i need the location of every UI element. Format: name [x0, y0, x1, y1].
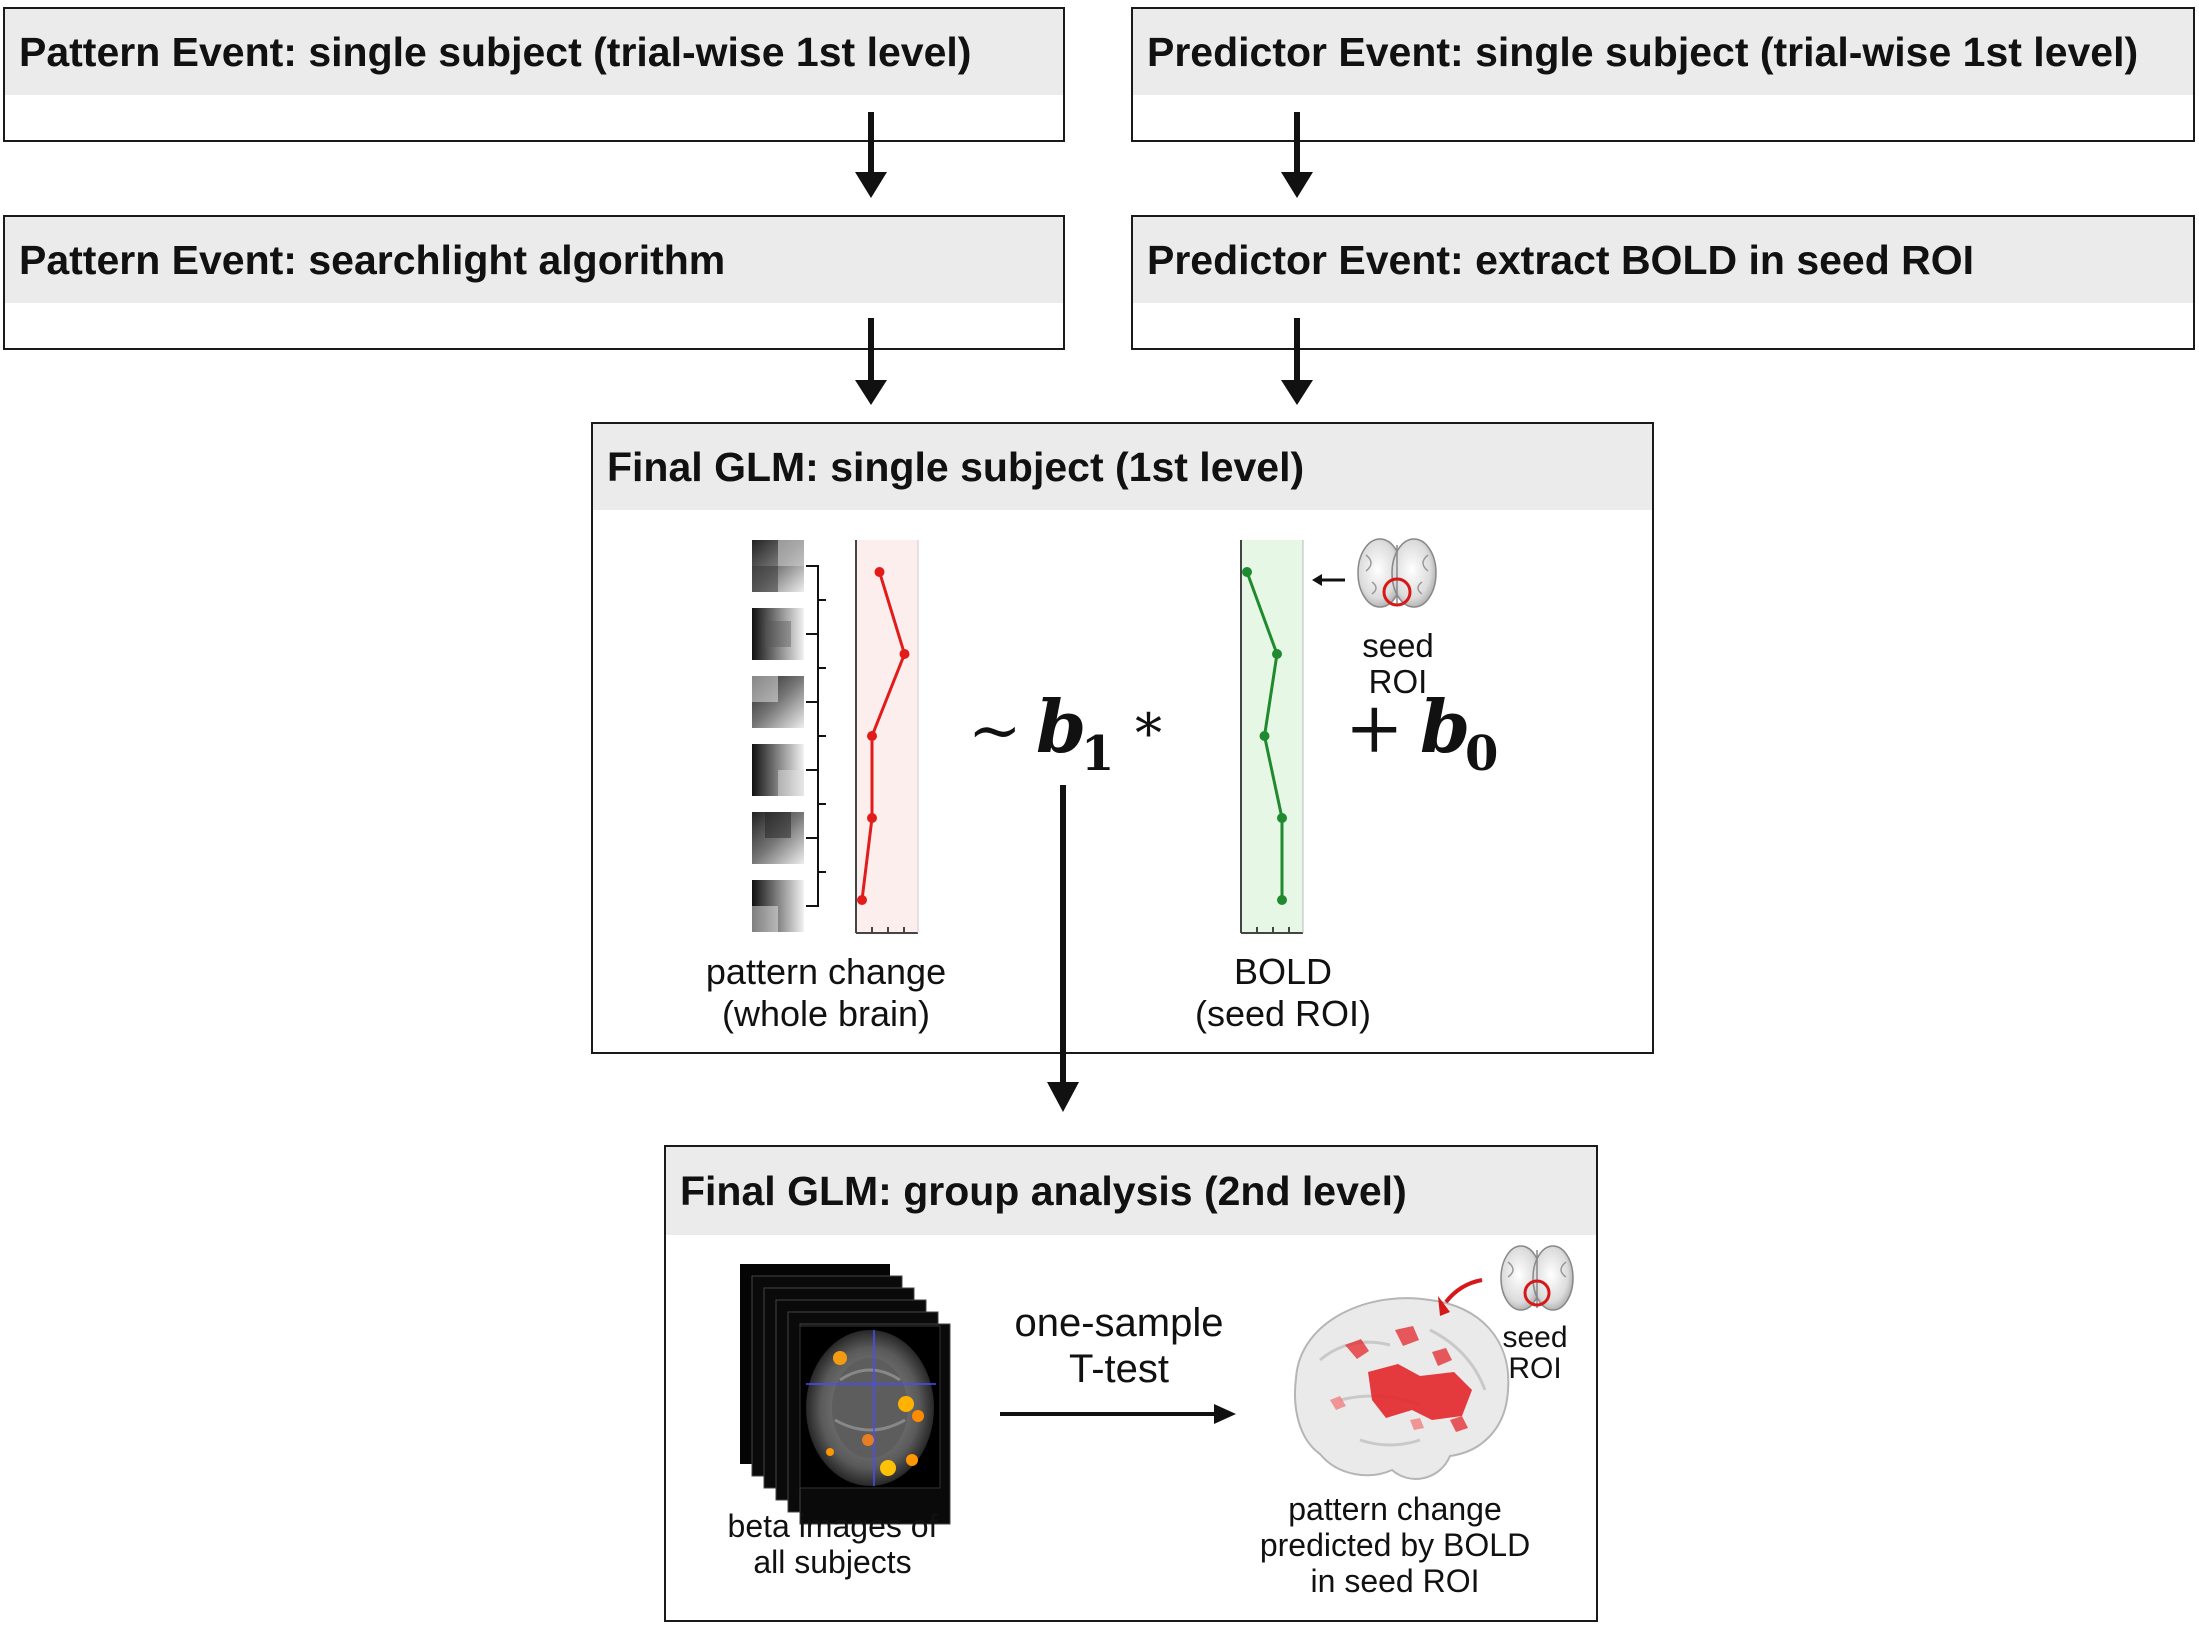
- pattern-level1-box: Pattern Event: single subject (trial-wis…: [3, 7, 1065, 142]
- predictor-level1-box: Predictor Event: single subject (trial-w…: [1131, 7, 2195, 142]
- pattern-searchlight-box: Pattern Event: searchlight algorithm: [3, 215, 1065, 350]
- pattern-searchlight-title: Pattern Event: searchlight algorithm: [5, 217, 1063, 303]
- pattern-label-line2: (whole brain): [721, 993, 931, 1034]
- ttest-label-line2: T-test: [1068, 1347, 1170, 1391]
- beta-label-line2: all subjects: [753, 1544, 912, 1580]
- seed-label-line2: ROI: [1368, 663, 1428, 700]
- result-label-line3: in seed ROI: [1310, 1563, 1480, 1599]
- beta-images-label: beta images of all subjects: [700, 1508, 965, 1580]
- beta-label-line1: beta images of: [727, 1508, 938, 1544]
- result-label-line1: pattern change: [1288, 1491, 1502, 1527]
- seed-roi-label: seed ROI: [1338, 628, 1458, 700]
- pattern-change-label: pattern change (whole brain): [686, 951, 966, 1035]
- group-seed-label-line2: ROI: [1508, 1352, 1562, 1385]
- final-glm-single-box: Final GLM: single subject (1st level): [591, 422, 1654, 1054]
- result-label: pattern change predicted by BOLD in seed…: [1230, 1491, 1560, 1599]
- predictor-extract-box: Predictor Event: extract BOLD in seed RO…: [1131, 215, 2195, 350]
- pattern-level1-title: Pattern Event: single subject (trial-wis…: [5, 9, 1063, 95]
- group-seed-roi-label: seed ROI: [1480, 1322, 1590, 1384]
- bold-label-line2: (seed ROI): [1194, 993, 1372, 1034]
- result-label-line2: predicted by BOLD: [1259, 1527, 1531, 1563]
- final-glm-group-title: Final GLM: group analysis (2nd level): [666, 1147, 1596, 1235]
- pattern-label-line1: pattern change: [705, 951, 947, 992]
- ttest-label-line1: one-sample: [1014, 1301, 1224, 1345]
- seed-label-line1: seed: [1362, 627, 1434, 664]
- group-seed-label-line1: seed: [1502, 1321, 1568, 1354]
- bold-label-line1: BOLD: [1233, 951, 1333, 992]
- bold-label: BOLD (seed ROI): [1163, 951, 1403, 1035]
- predictor-level1-title: Predictor Event: single subject (trial-w…: [1133, 9, 2193, 95]
- predictor-extract-title: Predictor Event: extract BOLD in seed RO…: [1133, 217, 2193, 303]
- ttest-label: one-sample T-test: [984, 1300, 1254, 1392]
- final-glm-single-title: Final GLM: single subject (1st level): [593, 424, 1652, 510]
